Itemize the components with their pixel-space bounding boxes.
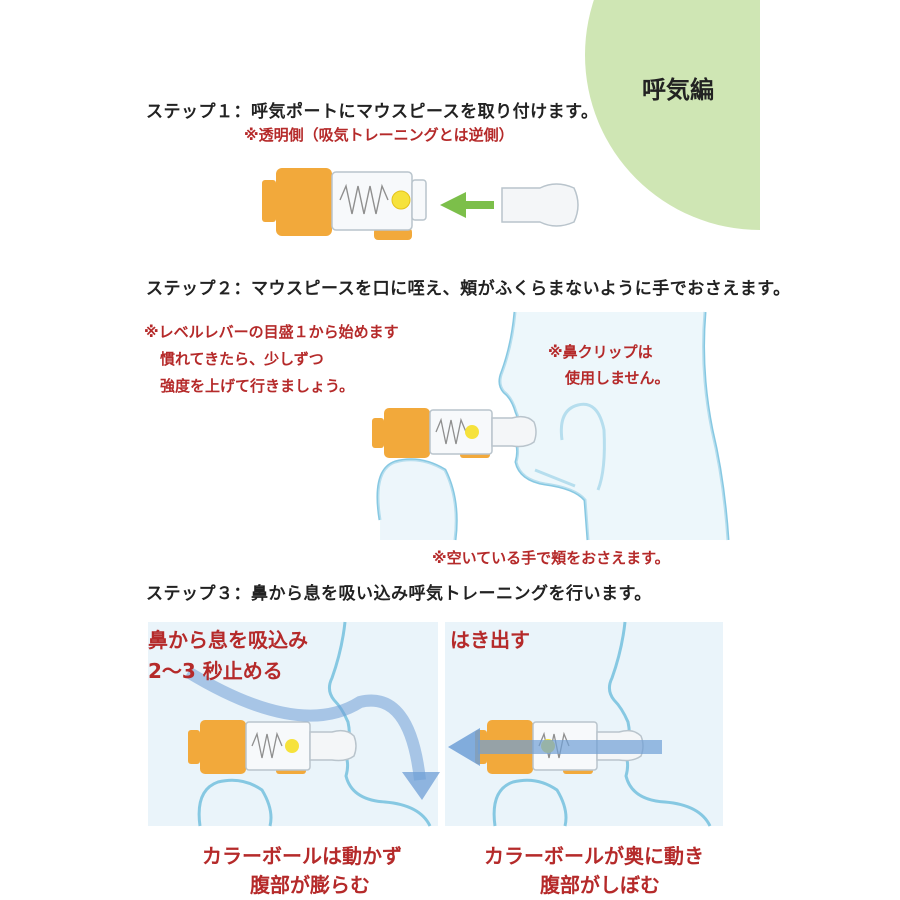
- nose-clip-note-line-2: 使用しません。: [565, 369, 670, 387]
- step3-left-instruction-line-2: 2～3 秒止める: [148, 659, 283, 683]
- step2-trainer-device: [372, 408, 537, 458]
- step1-insert-arrow: [440, 192, 494, 218]
- step2-note-line-3: 強度を上げて行きましょう。: [160, 377, 355, 395]
- nose-clip-note-line-1: ※鼻クリップは: [548, 343, 653, 361]
- step2-instruction: ステップ２：マウスピースを口に咥え、頬がふくらまないように手でおさえます。: [146, 279, 791, 299]
- step1-trainer-device: [262, 168, 427, 240]
- step3-right-caption-line-2: 腹部がしぼむ: [540, 873, 660, 897]
- step3-inhale-arrow: [184, 666, 440, 800]
- step3-instruction: ステップ３：鼻から息を吸い込み呼気トレーニングを行います。: [146, 584, 652, 604]
- step2-note-line-2: 慣れてきたら、少しずつ: [160, 350, 324, 368]
- step3-right-instruction: はき出す: [450, 628, 530, 652]
- step2-face-fill: [377, 312, 728, 540]
- step3-left-instruction-line-1: 鼻から息を吸込み: [148, 628, 308, 652]
- step3-exhale-arrow: [448, 728, 662, 766]
- step2-note-line-1: ※レベルレバーの目盛１から始めます: [144, 323, 399, 341]
- step2-hand-note: ※空いている手で頬をおさえます。: [432, 549, 670, 567]
- step3-left-caption-line-1: カラーボールは動かず: [202, 844, 402, 868]
- step1-note: ※透明側（吸気トレーニングとは逆側）: [244, 126, 514, 144]
- step1-mouthpiece: [501, 183, 579, 227]
- section-title: 呼気編: [642, 76, 714, 104]
- step3-right-caption-line-1: カラーボールが奥に動き: [484, 844, 704, 868]
- step1-instruction: ステップ１：呼気ポートにマウスピースを取り付けます。: [146, 102, 599, 122]
- step3-left-caption-line-2: 腹部が膨らむ: [250, 873, 370, 897]
- step3-left-trainer-device: [188, 720, 357, 774]
